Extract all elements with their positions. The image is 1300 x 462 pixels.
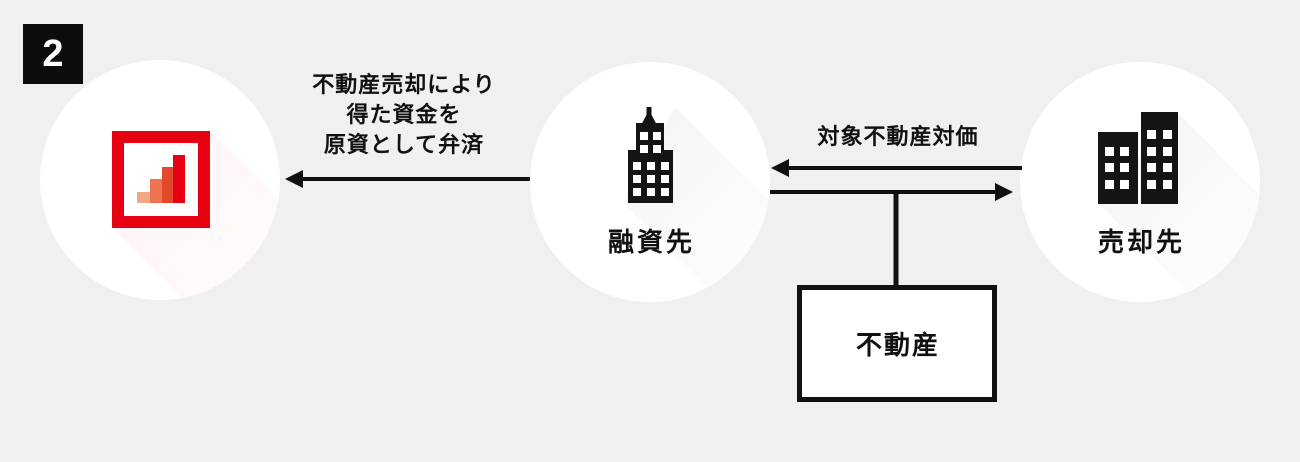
repayment-annotation-line1: 不動産売却により: [312, 72, 496, 97]
logo-bar-2: [150, 179, 162, 203]
node-borrower-label: 融資先: [607, 227, 695, 257]
node-buyer-circle: 売却先: [1020, 62, 1260, 302]
step-badge-number: 2: [42, 33, 64, 75]
node-buyer-label: 売却先: [1097, 227, 1185, 257]
repayment-annotation-line3: 原資として弁済: [323, 132, 485, 157]
node-lender-circle: [40, 60, 280, 300]
two-buildings-icon: [1098, 112, 1178, 204]
consideration-annotation: 対象不動産対価: [817, 124, 979, 149]
logo-bar-4: [173, 155, 185, 203]
repayment-annotation-line2: 得た資金を: [346, 102, 462, 127]
office-building-icon: [628, 107, 673, 203]
repayment-arrow: [285, 170, 530, 188]
repayment-annotation: 不動産売却により 得た資金を 原資として弁済: [254, 70, 554, 160]
node-borrower-circle: 融資先: [530, 62, 770, 302]
consideration-arrow: [771, 159, 1022, 177]
logo-bar-1: [137, 192, 150, 203]
bank-logo-icon: [112, 131, 210, 228]
property-transfer-arrow: [770, 183, 1013, 201]
logo-bar-3: [162, 167, 173, 203]
property-box: 不動産: [797, 285, 997, 402]
property-box-label: 不動産: [855, 330, 940, 360]
step-badge: 2: [23, 24, 83, 84]
